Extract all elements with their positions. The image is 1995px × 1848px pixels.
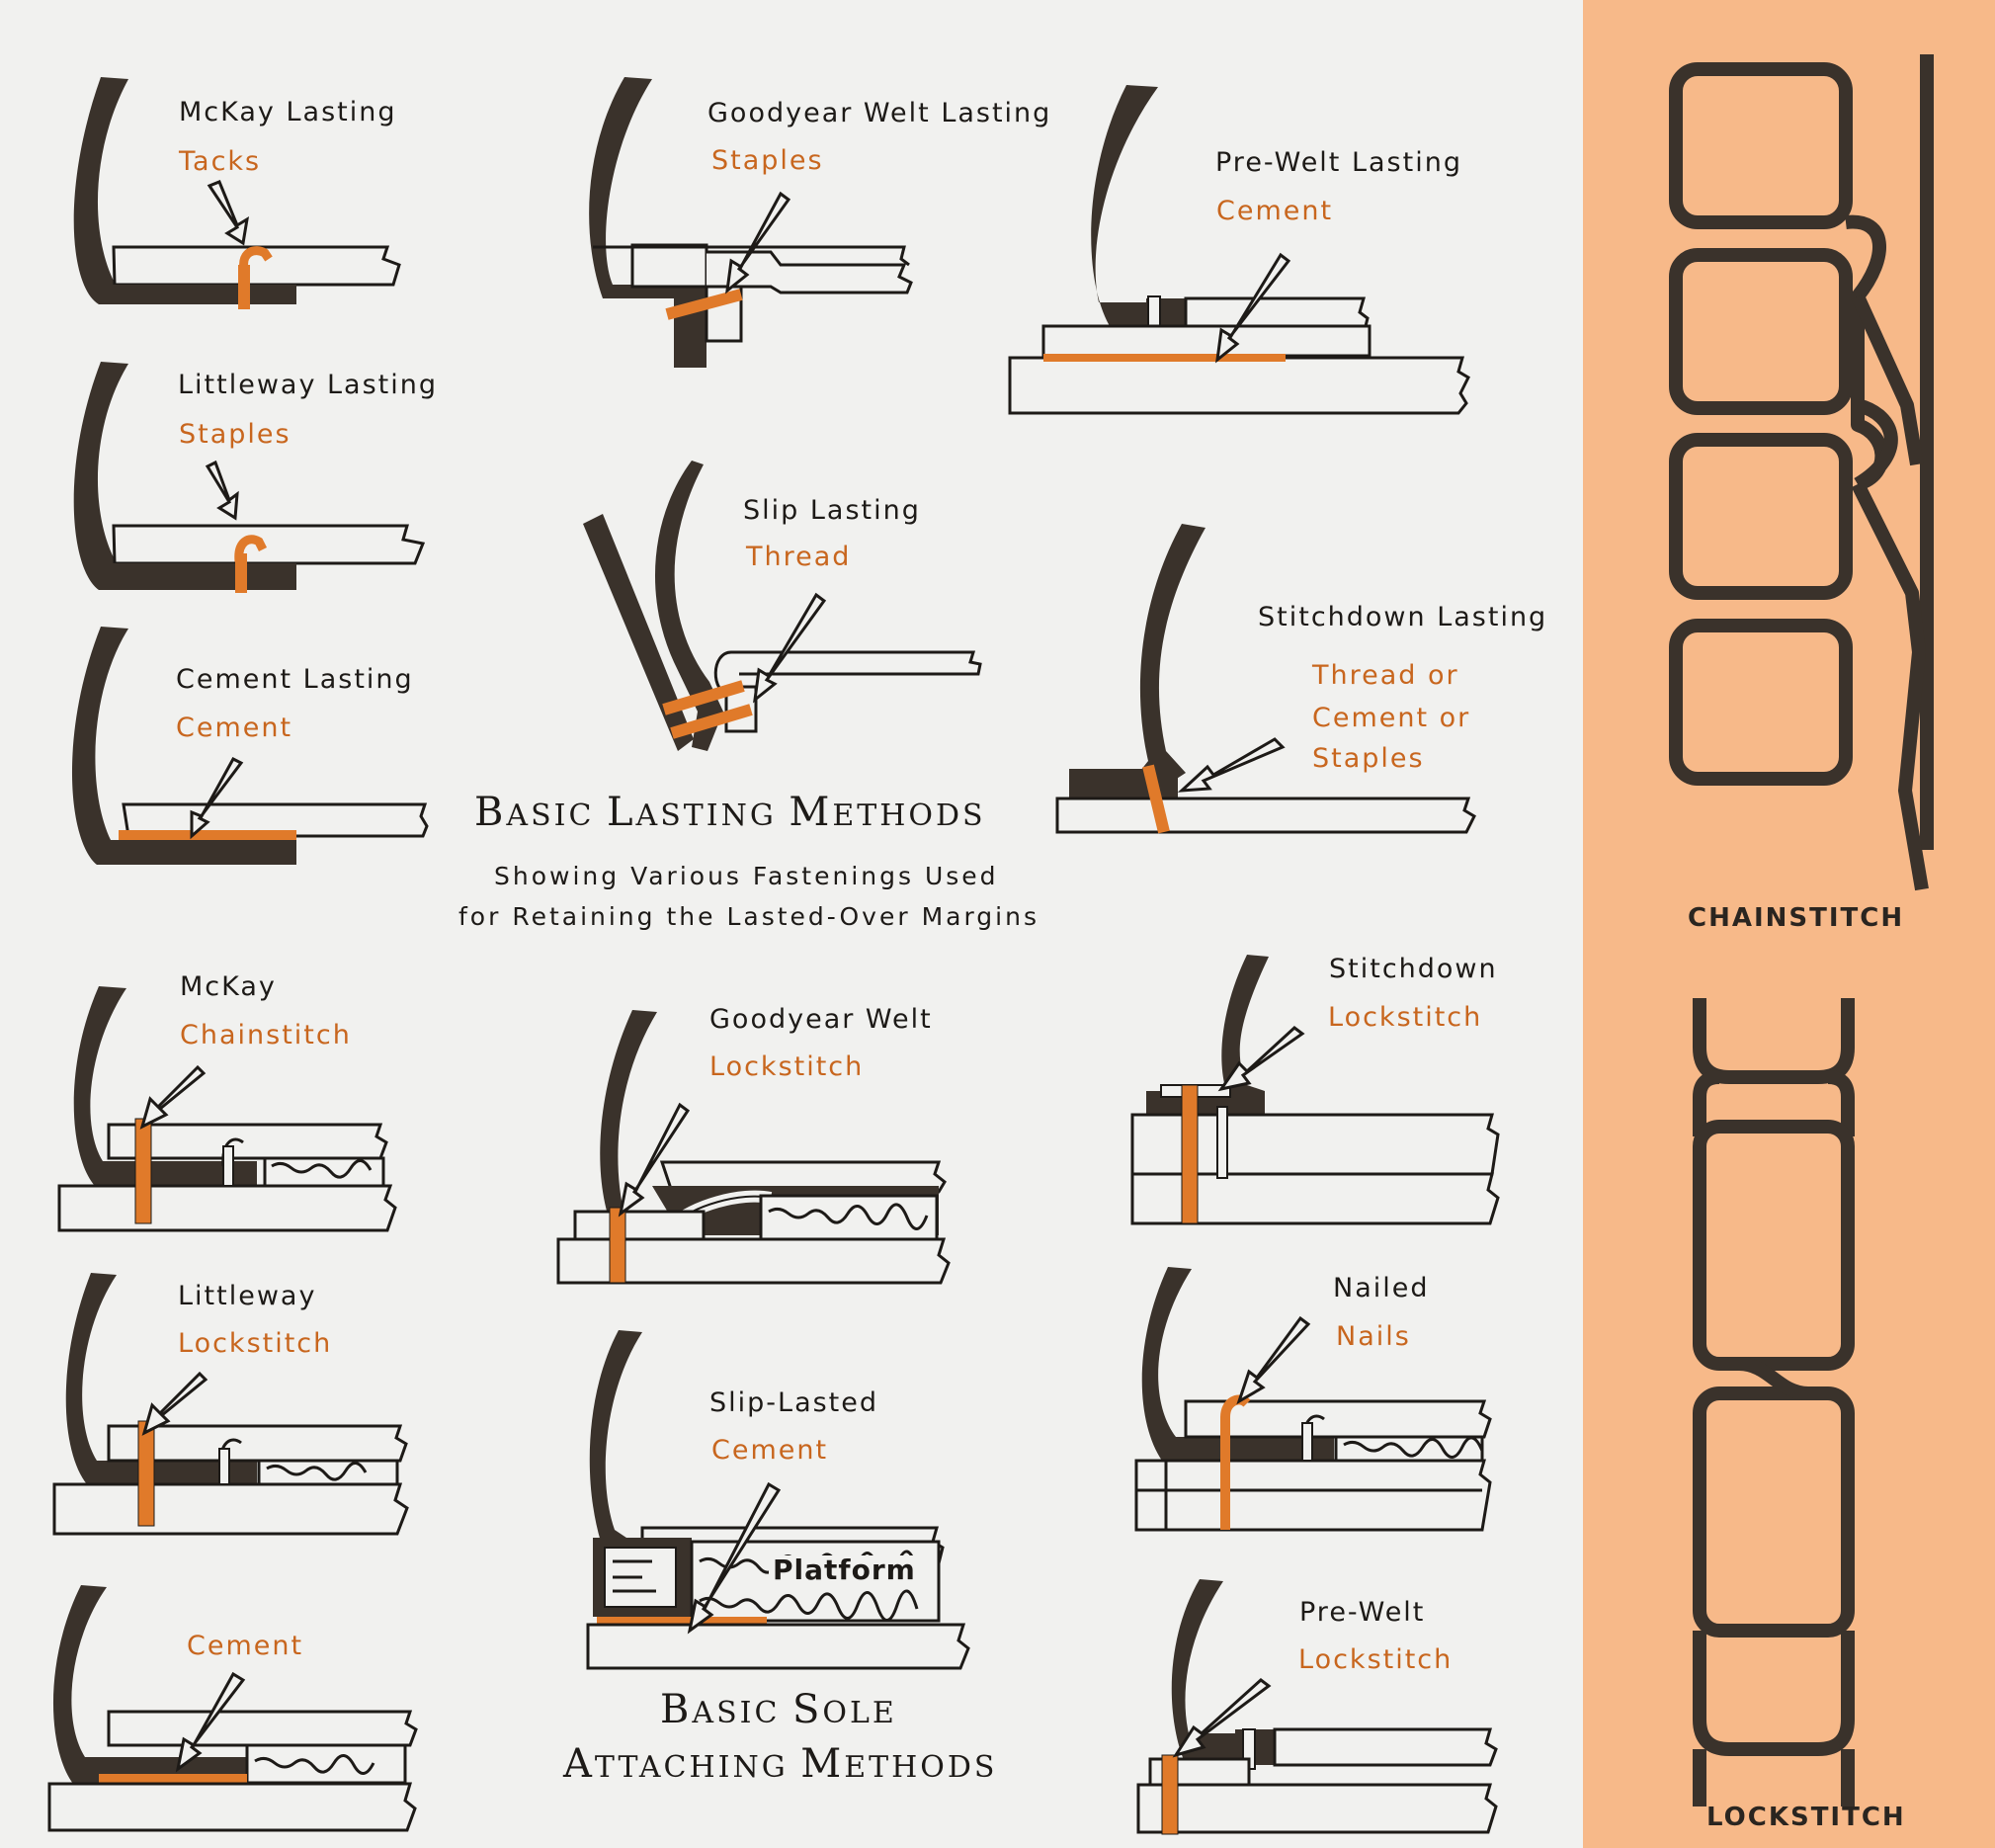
littleway-lasting-fastening: Staples [179,419,291,450]
platform-label: Platform [769,1554,920,1586]
lasting-subtitle-line-2: for Retaining the Lasted-Over Margins [458,902,1039,931]
stitchdown-sole-name: Stitchdown [1329,954,1498,984]
stitchdown-lasting-fastening-2: Cement or [1312,703,1471,733]
cement-sole-diagram [47,1585,418,1832]
cement-sole-fastening: Cement [187,1631,304,1661]
goodyear-welt-sole-fastening: Lockstitch [709,1051,865,1082]
cement-lasting-name: Cement Lasting [176,664,414,695]
basic-lasting-methods-title: BASIC LASTING METHODS [474,790,986,835]
nailed-sole-name: Nailed [1333,1273,1430,1303]
littleway-lasting-name: Littleway Lasting [178,370,439,400]
lockstitch-label: LOCKSTITCH [1706,1803,1906,1832]
slip-lasting-name: Slip Lasting [743,495,921,526]
goodyear-welt-lasting-name: Goodyear Welt Lasting [707,98,1052,128]
mckay-lasting-fastening: Tacks [179,146,262,177]
littleway-lasting-diagram [73,362,426,593]
slip-lasted-sole-name: Slip-Lasted [709,1387,879,1418]
stitchdown-lasting-fastening-3: Staples [1312,743,1425,774]
lasting-subtitle-line-1: Showing Various Fastenings Used [494,862,999,890]
pre-welt-sole-fastening: Lockstitch [1298,1644,1454,1675]
pre-welt-lasting-diagram [1008,85,1470,415]
stitchdown-lasting-diagram [1055,524,1476,834]
slip-lasting-fastening: Thread [746,542,852,572]
littleway-lockstitch-diagram [52,1273,409,1536]
slip-lasting-diagram [583,461,982,751]
chainstitch-label: CHAINSTITCH [1688,903,1905,933]
goodyear-welt-sole-name: Goodyear Welt [709,1004,933,1035]
stitchdown-lockstitch-diagram [1130,955,1500,1225]
goodyear-welt-lasting-diagram [589,77,913,368]
chainstitch-illustration [1669,54,1934,891]
stitchdown-lasting-fastening-1: Thread or [1312,660,1459,691]
slip-lasted-cement-diagram [586,1330,970,1670]
stitchdown-sole-fastening: Lockstitch [1328,1002,1483,1033]
littleway-sole-name: Littleway [178,1281,317,1311]
goodyear-welt-lasting-fastening: Staples [711,145,824,176]
slip-lasted-sole-fastening: Cement [711,1435,829,1466]
nailed-diagram [1134,1267,1492,1532]
pre-welt-lasting-name: Pre-Welt Lasting [1215,147,1462,178]
basic-sole-title-line-2: ATTACHING METHODS [563,1741,998,1787]
cement-lasting-fastening: Cement [176,713,293,743]
goodyear-welt-lockstitch-diagram [556,1010,951,1285]
mckay-sole-fastening: Chainstitch [180,1020,352,1050]
mckay-sole-name: McKay [180,971,277,1002]
mckay-lasting-name: McKay Lasting [179,97,397,127]
nailed-sole-fastening: Nails [1336,1321,1411,1352]
pre-welt-lockstitch-diagram [1136,1579,1498,1835]
pre-welt-lasting-fastening: Cement [1216,196,1334,226]
mckay-chainstitch-diagram [57,986,397,1232]
lockstitch-illustration [1693,998,1855,1806]
basic-sole-title-line-1: BASIC SOLE [660,1687,897,1732]
mckay-lasting-diagram [73,77,401,309]
cement-lasting-diagram [71,627,429,865]
pre-welt-sole-name: Pre-Welt [1299,1597,1426,1628]
littleway-sole-fastening: Lockstitch [178,1328,333,1359]
stitchdown-lasting-name: Stitchdown Lasting [1258,602,1548,632]
